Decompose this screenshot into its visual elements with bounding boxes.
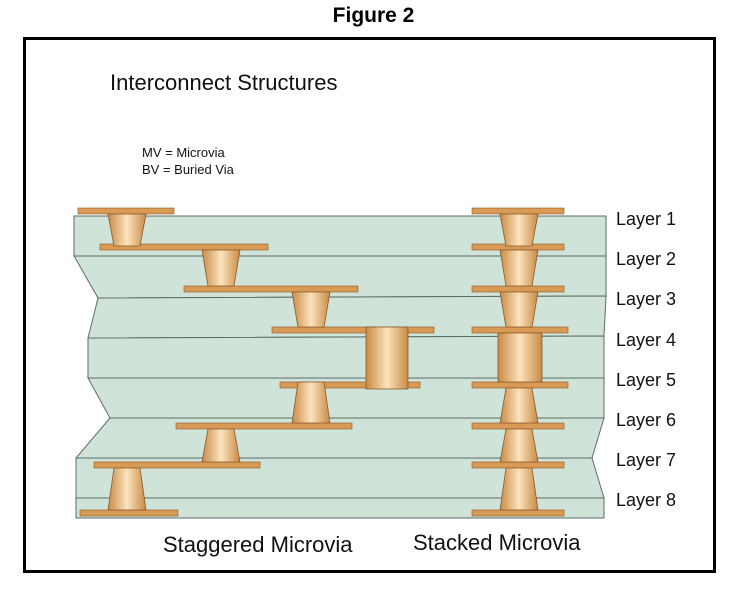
microvia-1: [107, 213, 147, 247]
trace-l7: [93, 461, 261, 469]
stacked-pad-3: [471, 285, 565, 293]
legend-microvia: MV = Microvia: [142, 145, 225, 160]
caption-staggered-microvia: Staggered Microvia: [163, 532, 353, 557]
layer-label-2: Layer 2: [616, 249, 676, 269]
stacked-via-7: [499, 428, 539, 463]
trace-l3: [183, 285, 359, 293]
pad-l1-top: [77, 207, 175, 215]
stacked-via-1: [499, 213, 539, 247]
layer-label-6: Layer 6: [616, 410, 676, 430]
legend-buried-via: BV = Buried Via: [142, 162, 234, 177]
stacked-pad-5: [471, 381, 569, 389]
staggered-vias: [107, 213, 409, 511]
caption-stacked-microvia: Stacked Microvia: [413, 530, 581, 555]
layer-labels: Layer 1 Layer 2 Layer 3 Layer 4 Layer 5 …: [616, 209, 676, 510]
stacked-pad-1: [471, 207, 565, 215]
stacked-pad-6: [471, 422, 565, 430]
pad-l8-bottom: [79, 509, 179, 517]
microvia-3: [291, 291, 331, 328]
stacked-pad-8: [471, 509, 565, 517]
stacked-via-6: [499, 387, 539, 424]
trace-l4: [271, 326, 435, 334]
stacked-pad-7: [471, 461, 565, 469]
trace-l6: [175, 422, 353, 430]
layer-label-8: Layer 8: [616, 490, 676, 510]
layer-label-7: Layer 7: [616, 450, 676, 470]
diagram-title: Interconnect Structures: [110, 70, 338, 95]
legend: MV = Microvia BV = Buried Via: [142, 144, 234, 178]
layer-label-1: Layer 1: [616, 209, 676, 229]
staggered-copper: [77, 207, 435, 517]
microvia-2: [201, 249, 241, 287]
stacked-via-2: [499, 249, 539, 287]
stacked-via-3: [499, 291, 539, 328]
microvia-6: [291, 381, 331, 424]
microvia-7: [201, 428, 241, 463]
trace-l5: [279, 381, 421, 389]
layer-label-4: Layer 4: [616, 330, 676, 350]
layer-label-3: Layer 3: [616, 289, 676, 309]
stacked-via-8: [499, 467, 539, 511]
microvia-8: [107, 467, 147, 511]
buried-via: [365, 326, 409, 390]
stacked-pad-4: [471, 326, 569, 334]
trace-l2: [99, 243, 269, 251]
stacked-column: [471, 207, 569, 517]
figure-title: Figure 2: [332, 4, 415, 27]
layer-label-5: Layer 5: [616, 370, 676, 390]
stacked-buried-via: [497, 332, 543, 383]
figure-frame: Interconnect Structures MV = Microvia BV…: [23, 37, 716, 573]
interconnect-diagram: Layer 1 Layer 2 Layer 3 Layer 4 Layer 5 …: [73, 207, 676, 519]
